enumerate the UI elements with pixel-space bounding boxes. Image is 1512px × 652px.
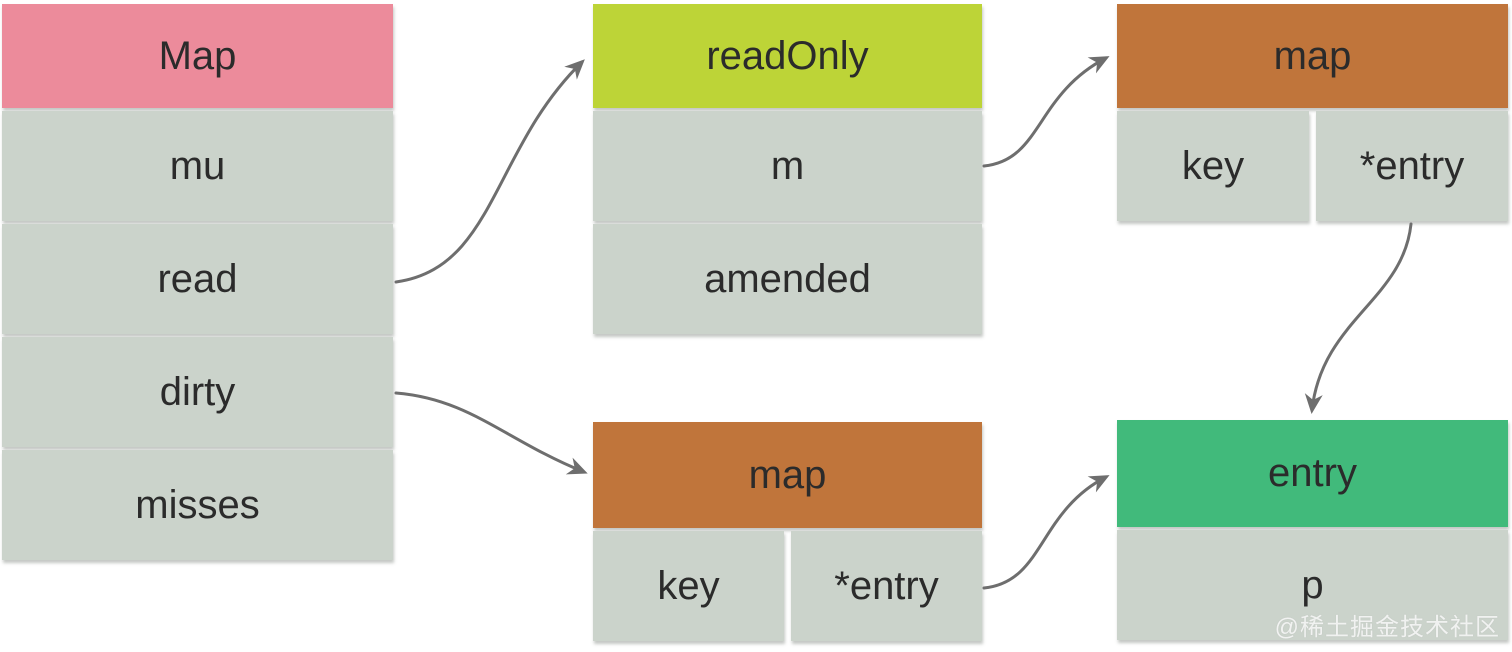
read-map-cells: key *entry (1117, 111, 1508, 221)
read-map-title: map (1117, 4, 1508, 108)
arrow-m-to-read-map (982, 56, 1110, 168)
readonly-struct-title: readOnly (593, 4, 982, 108)
read-map-node: map key *entry (1117, 4, 1508, 221)
cell-entry-pointer: *entry (791, 531, 982, 641)
field-p: p (1117, 530, 1508, 640)
field-read: read (2, 224, 393, 334)
cell-entry-pointer: *entry (1316, 111, 1508, 221)
cell-key: key (593, 531, 784, 641)
arrow-read-entry-to-entry (1304, 222, 1413, 414)
field-mu: mu (2, 111, 393, 221)
dirty-map-node: map key *entry (593, 422, 982, 641)
map-struct-title: Map (2, 4, 393, 108)
field-amended: amended (593, 224, 982, 334)
watermark-text: @稀土掘金技术社区 (1274, 614, 1500, 641)
entry-struct-title: entry (1117, 420, 1508, 527)
cell-key: key (1117, 111, 1309, 221)
field-dirty: dirty (2, 337, 393, 447)
arrow-dirty-entry-to-entry (982, 475, 1110, 590)
arrow-read-to-readonly (394, 59, 585, 284)
field-m: m (593, 111, 982, 221)
field-misses: misses (2, 450, 393, 560)
dirty-map-title: map (593, 422, 982, 528)
readonly-struct-node: readOnly m amended (593, 4, 982, 334)
arrow-dirty-to-dirty-map (394, 391, 588, 475)
dirty-map-cells: key *entry (593, 531, 982, 641)
entry-struct-node: entry p (1117, 420, 1508, 640)
map-struct-node: Map mu read dirty misses (2, 4, 393, 560)
